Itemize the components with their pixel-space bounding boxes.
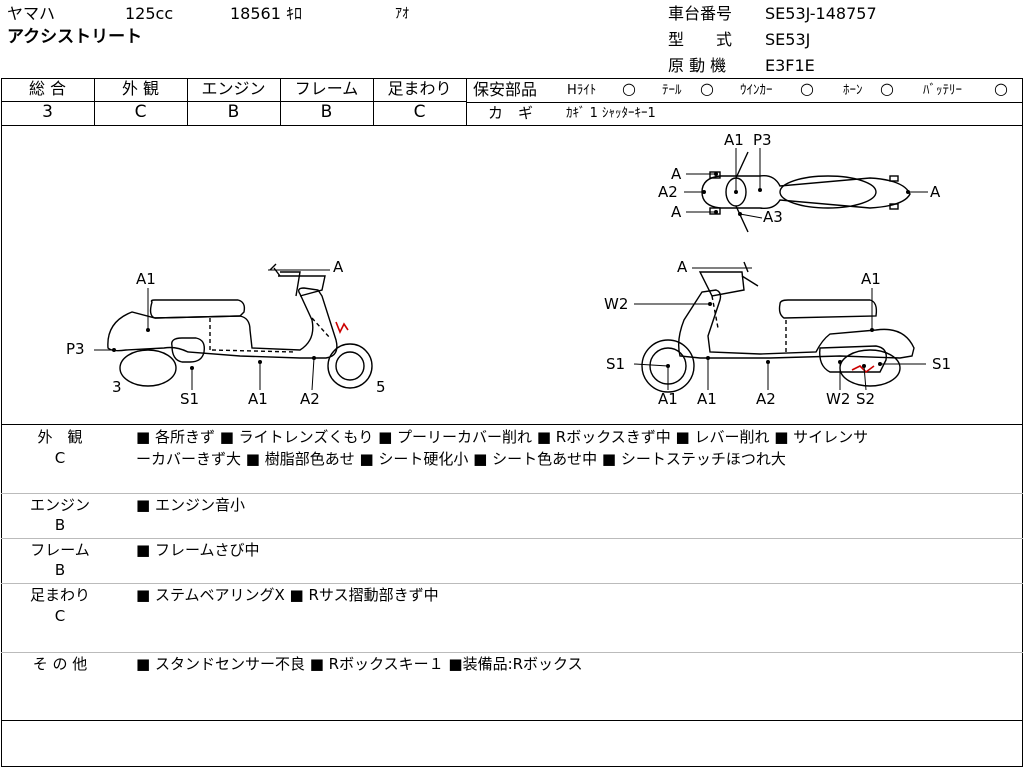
remark-other-line1: ■ スタンドセンサー不良 ■ Rボックスキー１ ■装備品:Rボックス	[136, 655, 583, 673]
grade-header-frame: フレーム	[294, 79, 359, 98]
safety-tail-mark: ○	[700, 79, 714, 98]
top-view-scooter	[701, 151, 911, 233]
remark-other-label: そ の 他	[32, 655, 88, 673]
safety-horn: ﾎｰﾝ	[843, 83, 863, 98]
remark-exterior-line2: ーカバーきず大 ■ 樹脂部色あせ ■ シート硬化小 ■ シート色あせ中 ■ シー…	[136, 450, 786, 468]
safety-winker-mark: ○	[800, 79, 814, 98]
diag-left-a-handle: A	[333, 258, 344, 276]
diag-right-a1-wheel: A1	[658, 390, 678, 408]
remark-engine-label: エンジン	[29, 496, 90, 514]
maker: ヤマハ	[7, 4, 56, 23]
diag-top-p3: P3	[753, 131, 772, 149]
frame-no-label: 車台番号	[668, 4, 733, 23]
remark-frame-grade: B	[54, 561, 66, 579]
grade-engine: B	[227, 102, 240, 122]
remark-suspension-grade: C	[54, 607, 66, 625]
remark-exterior-label: 外 観	[37, 428, 83, 446]
diag-right-a1-seat: A1	[861, 270, 881, 288]
diag-top-a-left: A	[671, 165, 682, 183]
remark-exterior-line1: ■ 各所きず ■ ライトレンズくもり ■ プーリーカバー削れ ■ Rボックスきず…	[136, 428, 869, 446]
diag-top-a3: A3	[763, 208, 783, 226]
left-rear-wheel	[119, 349, 177, 387]
displacement: 125cc	[125, 4, 174, 23]
diag-right-s1-rear: S1	[932, 355, 952, 373]
diag-right-w2-rear: W2	[826, 390, 851, 408]
engine-label: 原 動 機	[668, 56, 727, 75]
safety-horn-mark: ○	[880, 79, 894, 98]
safety-tail: ﾃｰﾙ	[662, 83, 682, 98]
diag-left-rear-tire: 3	[112, 378, 122, 396]
grade-header-engine: エンジン	[201, 79, 266, 98]
grade-frame: B	[320, 102, 333, 122]
safety-headlight: Hﾗｲﾄ	[567, 83, 597, 98]
diag-top-a-left2: A	[671, 203, 682, 221]
safety-battery: ﾊﾞｯﾃﾘｰ	[923, 83, 962, 98]
model-name: アクシストリート	[7, 27, 143, 47]
grade-exterior: C	[134, 102, 147, 122]
diag-left-s1: S1	[180, 390, 200, 408]
diag-right-a2: A2	[756, 390, 776, 408]
color: ｱｵ	[395, 6, 409, 22]
left-front-wheel	[327, 343, 373, 389]
diag-left-a1-floor: A1	[248, 390, 268, 408]
grade-overall: 3	[42, 102, 53, 122]
safety-battery-mark: ○	[994, 79, 1008, 98]
remark-suspension-label: 足まわり	[29, 586, 90, 604]
diag-right-w2: W2	[604, 295, 629, 313]
key-value: ｶｷﾞ 1 ｼｬｯﾀｰｷｰ1	[566, 106, 656, 121]
remark-suspension-line1: ■ ステムベアリングX ■ Rサス摺動部きず中	[136, 586, 439, 604]
diag-right-a-handle: A	[677, 258, 688, 276]
key-label: カ ギ	[488, 104, 534, 122]
diag-right-a1-floor: A1	[697, 390, 717, 408]
left-side-scooter	[107, 263, 373, 389]
diag-left-p3: P3	[66, 340, 85, 358]
diag-left-a2: A2	[300, 390, 320, 408]
grade-header-exterior: 外 観	[121, 79, 160, 98]
frame-no: SE53J-148757	[765, 4, 877, 23]
diag-left-front-tire: 5	[376, 378, 386, 396]
diag-left-a1-seat: A1	[136, 270, 156, 288]
safety-label: 保安部品	[473, 80, 538, 99]
grade-suspension: C	[413, 102, 426, 122]
remark-frame-label: フレーム	[30, 541, 90, 559]
remark-engine-line1: ■ エンジン音小	[136, 496, 245, 514]
engine-value: E3F1E	[765, 56, 815, 75]
type-value: SE53J	[765, 30, 811, 49]
remark-frame-line1: ■ フレームさび中	[136, 541, 260, 559]
remark-exterior-grade: C	[54, 449, 66, 467]
mileage: 18561 ｷﾛ	[230, 4, 302, 23]
diag-right-s1-front: S1	[606, 355, 626, 373]
sheet-frame	[1, 78, 1023, 767]
grade-header-suspension: 足まわり	[387, 79, 452, 98]
diag-top-a-rear: A	[930, 183, 941, 201]
safety-winker: ｳｲﾝｶｰ	[740, 83, 773, 98]
safety-headlight-mark: ○	[622, 79, 636, 98]
diag-top-a2: A2	[658, 183, 678, 201]
diag-right-s2: S2	[856, 390, 876, 408]
grade-header-overall: 総 合	[28, 79, 67, 98]
type-label: 型 式	[668, 30, 733, 49]
right-front-wheel	[641, 339, 695, 393]
remark-engine-grade: B	[54, 516, 66, 534]
right-side-scooter	[641, 261, 915, 393]
diag-top-a1: A1	[724, 131, 744, 149]
